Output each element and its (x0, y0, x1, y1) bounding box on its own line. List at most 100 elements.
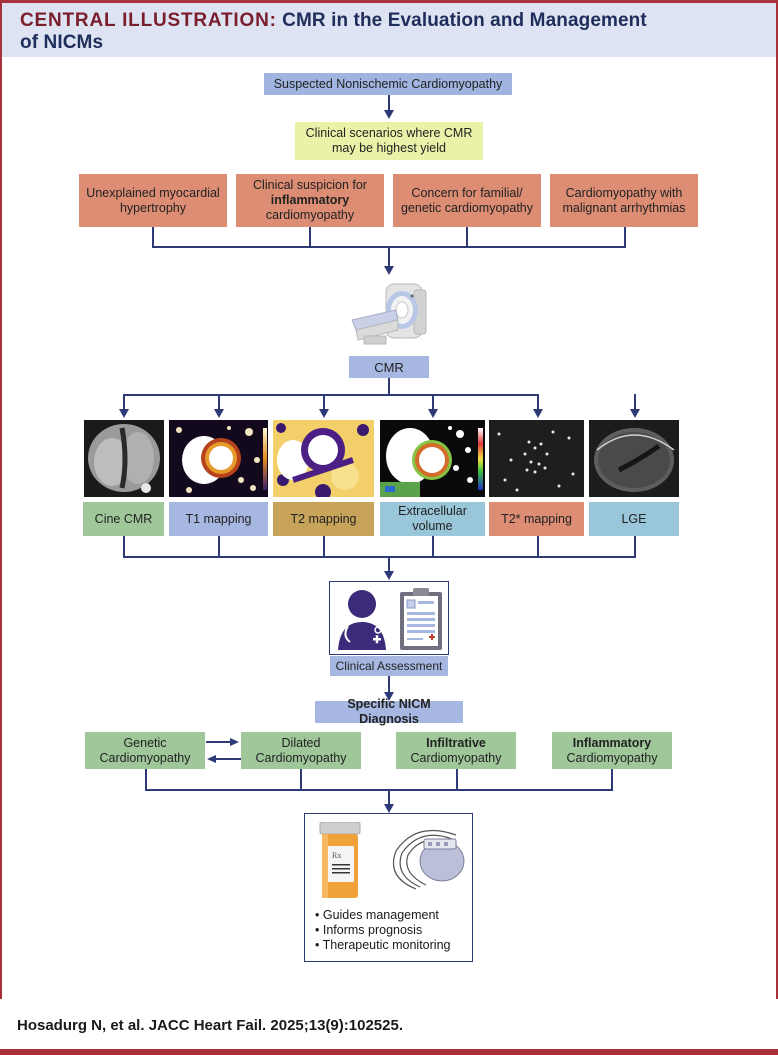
t1-mapping-image (169, 420, 268, 497)
connector (388, 789, 390, 806)
arrow-down-icon (384, 692, 394, 701)
diagnosis-label: Inflammatory (572, 735, 652, 750)
diagnosis-label: Cardiomyopathy (255, 750, 347, 765)
diagnosis-box-genetic: Genetic Cardiomyopathy (85, 732, 205, 769)
connector (145, 789, 613, 791)
arrow-right-icon (230, 738, 239, 746)
connector (432, 536, 434, 557)
connector (323, 394, 325, 410)
connector (634, 394, 636, 410)
connector (388, 246, 390, 268)
footer-rule (0, 1049, 778, 1055)
diagnosis-label: Cardiomyopathy (99, 750, 191, 765)
diagnosis-label: Genetic (123, 735, 167, 750)
connector (300, 769, 302, 790)
technique-box-t2-mapping: T2 mapping (273, 502, 374, 536)
connector (388, 95, 390, 112)
technique-label: T2 mapping (290, 511, 357, 526)
specific-diagnosis-box: Specific NICM Diagnosis (315, 697, 463, 726)
outcomes-list: • Guides management • Informs prognosis … (315, 908, 450, 953)
connector (123, 556, 636, 558)
arrow-down-icon (319, 409, 329, 418)
diagnosis-box-dilated: Dilated Cardiomyopathy (241, 732, 361, 769)
arrow-left-icon (207, 755, 216, 763)
technique-label: T2* mapping (501, 511, 572, 526)
clinical-assessment-label: Clinical Assessment (335, 658, 443, 673)
diagnosis-label: Dilated (281, 735, 321, 750)
connector (218, 536, 220, 557)
connector (432, 394, 434, 410)
scenario-line: malignant arrhythmias (562, 200, 686, 215)
technique-box-t1-mapping: T1 mapping (169, 502, 268, 536)
suspected-nicm-box: Suspected Nonischemic Cardiomyopathy (264, 73, 512, 95)
connector (206, 741, 232, 743)
scenario-line: hypertrophy (119, 200, 186, 215)
scenario-box-arrhythmias: Cardiomyopathy with malignant arrhythmia… (550, 174, 698, 227)
scenario-box-inflammatory: Clinical suspicion for inflammatory card… (236, 174, 384, 227)
clipboard-icon (400, 588, 442, 650)
clinical-assessment-box: Clinical Assessment (330, 656, 448, 676)
diagnosis-box-infiltrative: Infiltrative Cardiomyopathy (396, 732, 516, 769)
technique-label: LGE (621, 511, 647, 526)
connector (611, 769, 613, 790)
arrow-down-icon (428, 409, 438, 418)
diagnosis-label: Infiltrative (426, 735, 486, 750)
title-text-line1: CMR in the Evaluation and Management (282, 10, 647, 31)
doctor-icon (338, 590, 386, 650)
technique-label: Cine CMR (94, 511, 153, 526)
arrow-down-icon (384, 110, 394, 119)
connector (309, 227, 311, 247)
outcome-item: • Therapeutic monitoring (315, 938, 451, 952)
connector (145, 769, 147, 790)
illustration-frame (0, 0, 778, 999)
connector (624, 227, 626, 247)
connector (466, 227, 468, 247)
arrow-down-icon (384, 571, 394, 580)
technique-label: Extracellular (398, 504, 467, 518)
t2-mapping-image (273, 420, 374, 497)
outcome-item: • Guides management (315, 908, 439, 922)
connector (456, 769, 458, 790)
scenarios-heading-box: Clinical scenarios where CMR may be high… (295, 122, 483, 160)
technique-label: T1 mapping (185, 511, 252, 526)
connector (123, 536, 125, 557)
outcome-item: • Informs prognosis (315, 923, 423, 937)
pill-bottle-icon: Rx (319, 822, 361, 898)
header-banner: CENTRAL ILLUSTRATION: CMR in the Evaluat… (2, 3, 776, 57)
technique-box-cine-cmr: Cine CMR (83, 502, 164, 536)
lge-image (589, 420, 679, 497)
scenario-line-bold: inflammatory (270, 193, 350, 207)
scenario-box-familial: Concern for familial/ genetic cardiomyop… (393, 174, 541, 227)
page-title: CENTRAL ILLUSTRATION: CMR in the Evaluat… (20, 10, 647, 54)
scenarios-heading-line1: Clinical scenarios where CMR (305, 126, 473, 140)
extracellular-volume-image (380, 420, 485, 497)
connector (537, 394, 539, 410)
connector (218, 394, 220, 410)
pacemaker-icon (392, 829, 465, 890)
arrow-down-icon (630, 409, 640, 418)
scenario-line: Concern for familial/ (411, 185, 523, 200)
suspected-nicm-label: Suspected Nonischemic Cardiomyopathy (273, 76, 503, 91)
diagnosis-label: Cardiomyopathy (410, 750, 502, 765)
scenario-line: genetic cardiomyopathy (400, 200, 534, 215)
connector (537, 536, 539, 557)
title-label: CENTRAL ILLUSTRATION: (20, 10, 277, 31)
connector (123, 394, 125, 410)
technique-box-t2-star-mapping: T2* mapping (489, 502, 584, 536)
scenario-line: cardiomyopathy (265, 208, 355, 222)
connector (323, 536, 325, 557)
arrow-down-icon (384, 804, 394, 813)
diagnosis-label: Cardiomyopathy (566, 750, 658, 765)
connector (388, 378, 390, 395)
cmr-label: CMR (374, 359, 404, 375)
rx-label: Rx (332, 851, 341, 860)
connector (388, 676, 390, 694)
connector (634, 536, 636, 557)
technique-label: volume (412, 519, 453, 533)
connector (123, 394, 539, 396)
scenarios-heading-line2: may be highest yield (332, 141, 446, 155)
scenario-line: Clinical suspicion for (253, 178, 367, 192)
diagnosis-box-inflammatory: Inflammatory Cardiomyopathy (552, 732, 672, 769)
citation: Hosadurg N, et al. JACC Heart Fail. 2025… (17, 1017, 403, 1034)
scenario-line: Cardiomyopathy with (565, 185, 683, 200)
